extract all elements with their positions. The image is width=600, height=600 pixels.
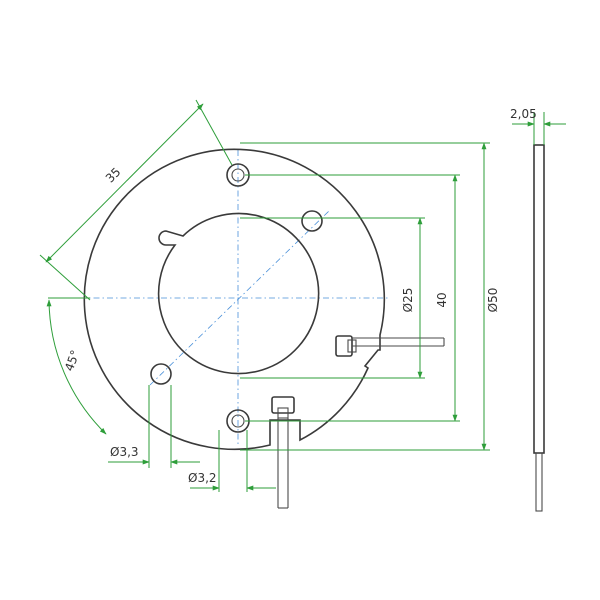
label-dia3-2: Ø3,2	[188, 471, 217, 485]
connector-right-body	[335, 335, 353, 357]
connector-bottom-tab	[277, 407, 289, 419]
hole-lower-left	[150, 363, 172, 385]
connector-bottom-body	[271, 396, 295, 414]
connector-bottom	[271, 396, 295, 509]
hole-bottom-inner	[231, 414, 245, 428]
label-dia50: Ø50	[486, 288, 500, 313]
label-dia3-3: Ø3,3	[110, 445, 139, 459]
dim-arc-45	[46, 299, 107, 435]
label-35: 35	[103, 165, 124, 186]
side-view	[533, 144, 545, 512]
diagonal-centerline	[149, 209, 331, 386]
side-view-plate	[533, 144, 545, 454]
dim-line-35	[45, 103, 204, 263]
label-45deg: 45°	[62, 348, 82, 373]
bore-with-key	[157, 212, 320, 375]
label-40: 40	[435, 292, 449, 307]
dimension-lines	[45, 103, 566, 491]
connector-right	[335, 335, 445, 357]
extension-lines	[39, 99, 545, 492]
hole-top-inner	[231, 168, 245, 182]
plate-outline	[83, 148, 386, 451]
center-lines	[80, 150, 390, 445]
side-view-wire	[535, 452, 543, 512]
label-thickness: 2,05	[510, 107, 537, 121]
hole-upper-right	[301, 210, 323, 232]
dimension-labels: Ø50 40 Ø25 35 2,05 45° Ø3,3 Ø3,2	[62, 107, 537, 485]
ring-plate	[83, 148, 386, 451]
label-dia25: Ø25	[401, 288, 415, 313]
